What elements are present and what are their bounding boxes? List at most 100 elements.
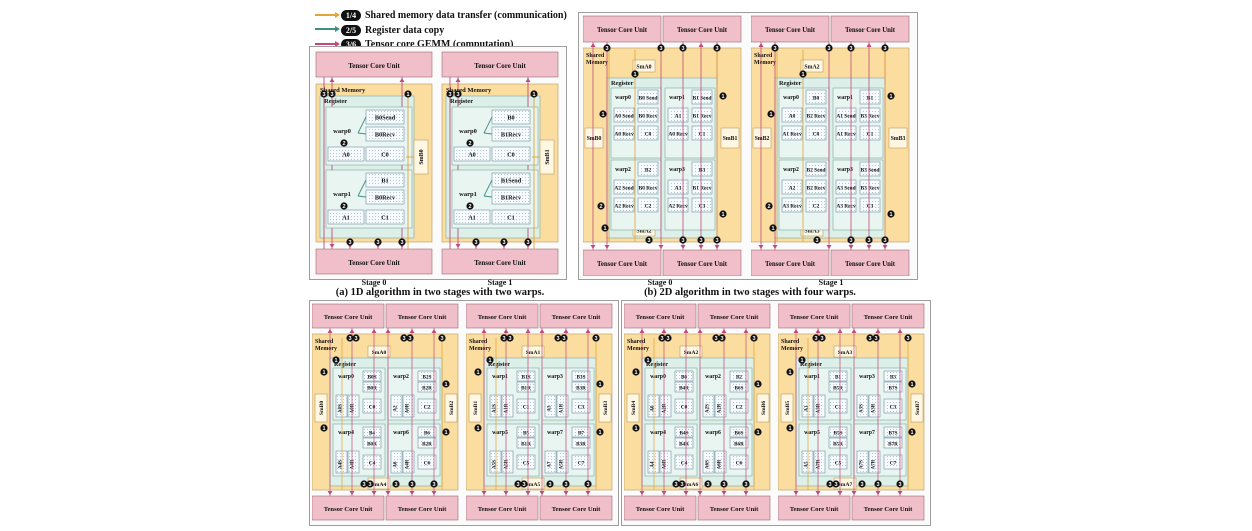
tile-label: B4R — [679, 386, 689, 392]
arrow-head-icon — [563, 491, 569, 495]
tile-pattern — [731, 439, 747, 447]
tile-label: B6 — [424, 431, 430, 437]
tile-pattern — [676, 456, 692, 468]
tile-pattern — [830, 428, 846, 436]
shared-memory-label: Memory — [754, 60, 776, 66]
step-badge — [632, 424, 640, 432]
step-badge — [599, 110, 607, 118]
warp-label: warp0 — [338, 374, 354, 380]
tile-pattern — [573, 439, 589, 447]
step-badge — [664, 334, 672, 342]
tensor-core-label: Tensor Core Unit — [677, 27, 728, 34]
tensor-core-label: Tensor Core Unit — [552, 506, 601, 513]
tile-pattern — [861, 181, 879, 193]
tile-pattern — [518, 428, 534, 436]
tile-label: C4 — [681, 461, 688, 467]
tile-pattern — [803, 452, 812, 472]
step-badge — [340, 202, 348, 210]
step-badge — [592, 334, 600, 342]
tile-label: B0Recv — [375, 195, 396, 202]
arrow-head-icon — [371, 329, 377, 333]
step-number: 3 — [456, 92, 459, 98]
step-badge: 2/5 — [341, 24, 361, 36]
step-number: 2 — [468, 204, 471, 210]
tile-pattern — [639, 163, 657, 175]
step-number: 3 — [874, 336, 877, 342]
step-badge — [786, 368, 794, 376]
step-number: 1 — [756, 430, 759, 436]
tile-pattern — [815, 396, 824, 416]
arrow-head-icon — [866, 43, 872, 47]
step-number: 3 — [348, 336, 351, 342]
tile-label: C7 — [578, 461, 585, 467]
step-number: 3 — [362, 482, 365, 488]
tile-pattern — [493, 148, 529, 160]
tile-pattern — [731, 372, 747, 380]
arrow-head-icon — [683, 491, 689, 495]
step-badge — [750, 334, 758, 342]
arrow-head-icon — [697, 329, 703, 333]
step-number: 1 — [889, 212, 892, 218]
tensor-core-unit-bottom — [582, 249, 662, 277]
step-badge — [887, 92, 895, 100]
step-badge — [874, 480, 882, 488]
tile-pattern — [783, 127, 801, 139]
step-badge — [908, 428, 916, 436]
tile-label: C0 — [507, 152, 515, 159]
step-number: 3 — [502, 336, 505, 342]
step-number: 1 — [910, 430, 913, 436]
tile-label: B2 — [645, 168, 652, 174]
tile-pattern — [419, 439, 435, 447]
step-badge — [560, 334, 568, 342]
step-badge — [847, 44, 855, 52]
warp-label: warp4 — [338, 430, 354, 436]
arrow-head-icon — [714, 245, 720, 249]
tile-label: C0 — [381, 152, 389, 159]
step-badge — [320, 90, 328, 98]
tile-label: C2 — [736, 405, 743, 411]
tile-pattern — [615, 181, 633, 193]
tile-label: A3 Send — [836, 186, 855, 192]
step-number: 3 — [402, 336, 405, 342]
step-badge — [881, 236, 889, 244]
tensor-core-unit-top — [697, 303, 771, 329]
arrow-head-icon — [563, 329, 569, 333]
tile-label: A1S — [493, 404, 498, 413]
tile-pattern — [404, 452, 413, 472]
tile-pattern — [861, 109, 879, 121]
comm-arrow-icon — [315, 11, 340, 18]
sm-label: SmA7 — [838, 482, 853, 488]
arrow-head-icon — [698, 43, 704, 47]
warp-label: warp7 — [547, 430, 563, 436]
step-number: 3 — [820, 336, 823, 342]
shared-memory-label: Shared — [754, 53, 773, 59]
warp-label: warp4 — [650, 430, 666, 436]
tile-label: A3R — [817, 403, 822, 413]
tile-pattern — [419, 372, 435, 380]
tile-pattern — [455, 148, 489, 160]
arrow-head-icon — [371, 491, 377, 495]
tile-label: C1 — [867, 132, 874, 138]
tile-pattern — [503, 396, 512, 416]
step-number: 3 — [898, 482, 901, 488]
step-badge — [825, 44, 833, 52]
tile-pattern — [669, 127, 687, 139]
tile-pattern — [704, 452, 713, 472]
warp-label: warp0 — [783, 95, 799, 101]
tile-label: B5R — [833, 442, 843, 448]
tensor-core-label: Tensor Core Unit — [765, 27, 816, 34]
step-number: 1 — [444, 382, 447, 388]
tile-pattern — [861, 91, 879, 103]
arrow-head-icon — [697, 491, 703, 495]
tile-pattern — [676, 439, 692, 447]
tile-label: B1 — [381, 178, 388, 185]
tile-pattern — [861, 127, 879, 139]
tile-pattern — [364, 400, 380, 412]
step-number: 1 — [910, 382, 913, 388]
step-number: 3 — [681, 46, 684, 52]
tile-label: B3 Recv — [860, 186, 879, 192]
step-badge — [438, 334, 446, 342]
step-badge — [408, 480, 416, 488]
tile-pattern — [885, 400, 901, 412]
